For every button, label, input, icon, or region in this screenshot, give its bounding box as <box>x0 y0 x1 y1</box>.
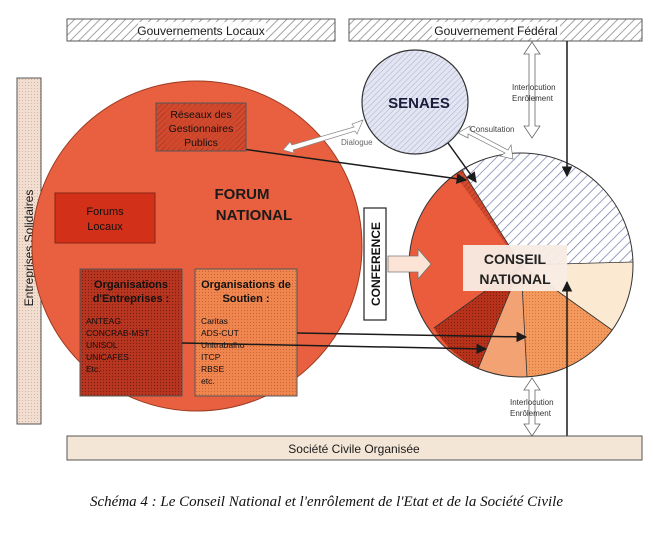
forum-national-line2: NATIONAL <box>216 207 292 224</box>
forum-national-line1: FORUM <box>215 186 270 203</box>
reseaux-gestionnaires-box: Réseaux des Gestionnaires Publics <box>155 102 247 152</box>
forums-locaux-line2: Locaux <box>87 221 123 233</box>
gouvernement-federal-label: Gouvernement Fédéral <box>434 24 557 38</box>
conference-arrow <box>387 247 432 281</box>
org-sout-item: Caritas <box>201 316 228 326</box>
senaes-node: SENAES <box>361 49 469 155</box>
org-sout-title2: Soutien : <box>222 293 269 305</box>
interlocution-top-1: Interlocution <box>512 83 556 92</box>
org-sout-item: ADS-CUT <box>201 328 239 338</box>
gouvernement-federal-bar: Gouvernement Fédéral <box>348 18 643 42</box>
societe-civile-bar: Société Civile Organisée <box>66 435 643 461</box>
conseil-national-label-box: CONSEIL NATIONAL <box>463 245 567 291</box>
interlocution-top-arrow <box>523 41 541 139</box>
consultation-arrow <box>457 125 514 160</box>
org-ent-title2: d'Entreprises : <box>93 293 170 305</box>
interlocution-top-2: Enrôlement <box>512 94 554 103</box>
reseaux-line1: Réseaux des <box>170 109 231 121</box>
conseil-national-line2: NATIONAL <box>479 271 551 287</box>
entreprises-solidaires-label: Entreprises Solidaires <box>22 190 36 307</box>
conference-label: CONFERENCE <box>369 222 383 306</box>
org-ent-item: UNISOL <box>86 340 118 350</box>
org-soutien-arrow <box>296 331 528 343</box>
figure-caption: Schéma 4 : Le Conseil National et l'enrô… <box>90 494 563 510</box>
organisations-entreprises-box: Organisations d'Entreprises : ANTEAG CON… <box>79 268 183 397</box>
dialogue-label: Dialogue <box>341 138 373 147</box>
consultation-label: Consultation <box>470 125 514 134</box>
org-ent-item: Etc. <box>86 364 101 374</box>
org-sout-item: RBSE <box>201 364 224 374</box>
interlocution-bottom-2: Enrôlement <box>510 409 552 418</box>
forums-locaux-box: Forums Locaux <box>54 192 156 244</box>
interlocution-bottom-1: Interlocution <box>510 398 554 407</box>
org-ent-item: UNICAFES <box>86 352 129 362</box>
conseil-national-line1: CONSEIL <box>484 251 547 267</box>
gouvernements-locaux-bar: Gouvernements Locaux <box>66 18 336 42</box>
org-sout-item: etc. <box>201 376 215 386</box>
societe-civile-label: Société Civile Organisée <box>288 442 420 456</box>
reseaux-line3: Publics <box>184 137 218 149</box>
interlocution-bottom-arrow <box>523 377 541 437</box>
org-ent-item: CONCRAB-MST <box>86 328 149 338</box>
gouvernements-locaux-label: Gouvernements Locaux <box>137 24 264 38</box>
org-entreprises-arrow <box>181 342 488 355</box>
dialogue-arrow <box>282 119 364 154</box>
org-sout-item: ITCP <box>201 352 221 362</box>
senaes-pie-arrow <box>447 142 477 183</box>
organisations-soutien-box: Organisations de Soutien : Caritas ADS-C… <box>194 268 298 397</box>
senaes-label: SENAES <box>388 95 450 112</box>
conference-box: CONFERENCE <box>363 207 387 321</box>
org-ent-title1: Organisations <box>94 279 168 291</box>
org-sout-item: Unitrabalho <box>201 340 245 350</box>
reseaux-pie-arrow <box>227 146 468 184</box>
forums-locaux-line1: Forums <box>86 206 124 218</box>
org-sout-title1: Organisations de <box>201 279 291 291</box>
reseaux-line2: Gestionnaires <box>169 123 234 135</box>
org-ent-item: ANTEAG <box>86 316 121 326</box>
